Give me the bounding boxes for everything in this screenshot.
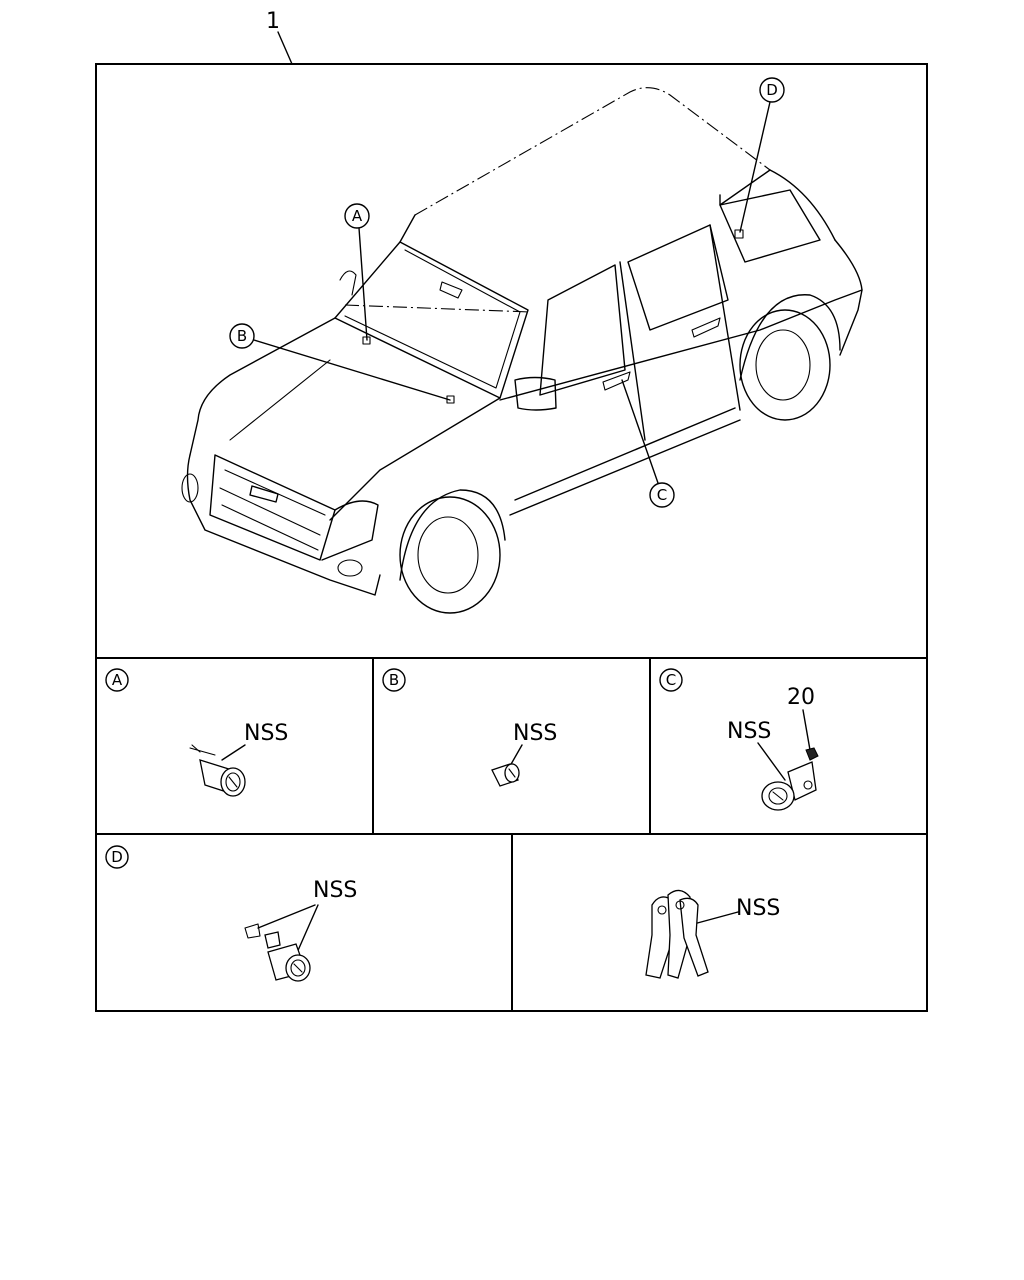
assembly-callout: 1 <box>266 9 293 65</box>
panel-c-part-number: 20 <box>787 685 815 710</box>
panel-b: B NSS <box>382 668 557 787</box>
panel-c-part-label: NSS <box>727 719 771 744</box>
overview-callout-c: C <box>621 379 675 508</box>
vehicle-overview <box>181 87 863 614</box>
overview-callout-a: A <box>344 203 370 341</box>
overview-callout-b: B <box>229 323 451 401</box>
overview-callout-d: D <box>739 77 785 233</box>
panel-d-id: D <box>111 848 123 866</box>
door-lock-cylinder <box>761 747 819 811</box>
panel-c-id: C <box>666 671 676 689</box>
ignition-lock-cylinder <box>189 744 246 797</box>
keys-part-label: NSS <box>736 896 780 921</box>
panel-d-part-label: NSS <box>313 878 357 903</box>
panel-a-id: A <box>112 671 123 689</box>
overview-callout-b-label: B <box>237 327 247 345</box>
panel-d: D NSS <box>105 845 357 982</box>
key-set <box>645 889 709 979</box>
tailgate-lock-cylinder <box>244 923 311 982</box>
panel-keys: NSS <box>645 889 780 979</box>
panel-b-part-label: NSS <box>513 721 557 746</box>
panel-c: C NSS 20 <box>659 668 819 811</box>
lock-cylinder <box>491 763 520 787</box>
overview-callout-c-label: C <box>657 486 667 504</box>
assembly-callout-number: 1 <box>266 9 280 34</box>
overview-callout-d-label: D <box>766 81 778 99</box>
panel-b-id: B <box>389 671 399 689</box>
panel-a-part-label: NSS <box>244 721 288 746</box>
panel-a: A NSS <box>105 668 288 797</box>
overview-callout-a-label: A <box>352 207 363 225</box>
